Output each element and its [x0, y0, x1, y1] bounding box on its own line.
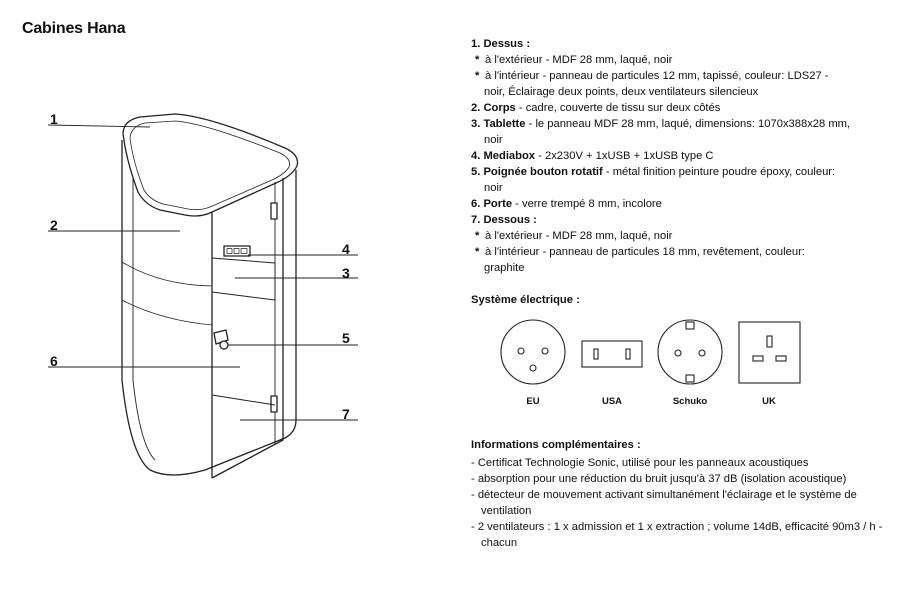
plug-label-eu: EU	[526, 396, 540, 407]
electrical-heading: Système électrique :	[471, 294, 580, 306]
door-frame	[211, 178, 284, 479]
info-line: - 2 ventilateurs : 1 x admission et 1 x …	[471, 521, 883, 549]
plug-label-usa: USA	[601, 396, 623, 407]
callout-2: 2	[50, 217, 58, 233]
shelf-lower	[211, 394, 276, 406]
callout-1: 1	[50, 111, 58, 127]
bullet-marker: *	[475, 246, 480, 258]
callout-4: 4	[342, 241, 350, 257]
spec-6: 6. Porte - verre trempé 8 mm, incolore	[471, 198, 662, 210]
spec-3: 3. Tablette - le panneau MDF 28 mm, laqu…	[471, 118, 851, 130]
plug-icons	[500, 319, 801, 385]
tablette	[211, 257, 276, 301]
info-list: - Certificat Technologie Sonic, utilisé …	[471, 455, 891, 551]
spec-2: 2. Corps - cadre, couverte de tissu sur …	[471, 102, 721, 114]
spec-5: 5. Poignée bouton rotatif - métal finiti…	[471, 166, 836, 178]
spec-4: 4. Mediabox - 2x230V + 1xUSB + 1xUSB typ…	[471, 150, 714, 162]
info-heading: Informations complémentaires :	[471, 439, 641, 451]
cabin-diagram	[47, 113, 358, 479]
callout-3: 3	[342, 265, 350, 281]
callout-7: 7	[342, 406, 350, 422]
info-line: - détecteur de mouvement activant simult…	[471, 489, 857, 517]
bullet-marker: *	[475, 70, 480, 82]
uk-plug-icon	[738, 321, 801, 384]
spec-1: 1. Dessus :	[471, 38, 531, 50]
hinge-bottom	[270, 395, 278, 413]
callout-6: 6	[50, 353, 58, 369]
cabin-body	[121, 140, 297, 476]
cabin-body-inner	[132, 150, 156, 461]
spec-7: 7. Dessous :	[471, 214, 537, 226]
mediabox	[223, 245, 251, 257]
cabin-top-rim	[129, 120, 290, 211]
usa-plug-icon	[581, 340, 643, 368]
info-line: - absorption pour une réduction du bruit…	[471, 473, 847, 485]
schuko-plug-icon	[657, 319, 723, 385]
spec-list: 1. Dessus : *à l'extérieur - MDF 28 mm, …	[471, 36, 891, 276]
leader-1	[47, 124, 151, 128]
bullet-marker: *	[475, 230, 480, 242]
cabin-top	[122, 113, 299, 217]
callout-5: 5	[342, 330, 350, 346]
info-line: - Certificat Technologie Sonic, utilisé …	[471, 457, 809, 469]
eu-plug-icon	[500, 319, 566, 385]
plug-label-uk: UK	[762, 396, 776, 407]
bullet-marker: *	[475, 54, 480, 66]
plug-label-schuko: Schuko	[672, 396, 708, 407]
page-title: Cabines Hana	[22, 20, 126, 37]
hinge-top	[270, 202, 278, 220]
